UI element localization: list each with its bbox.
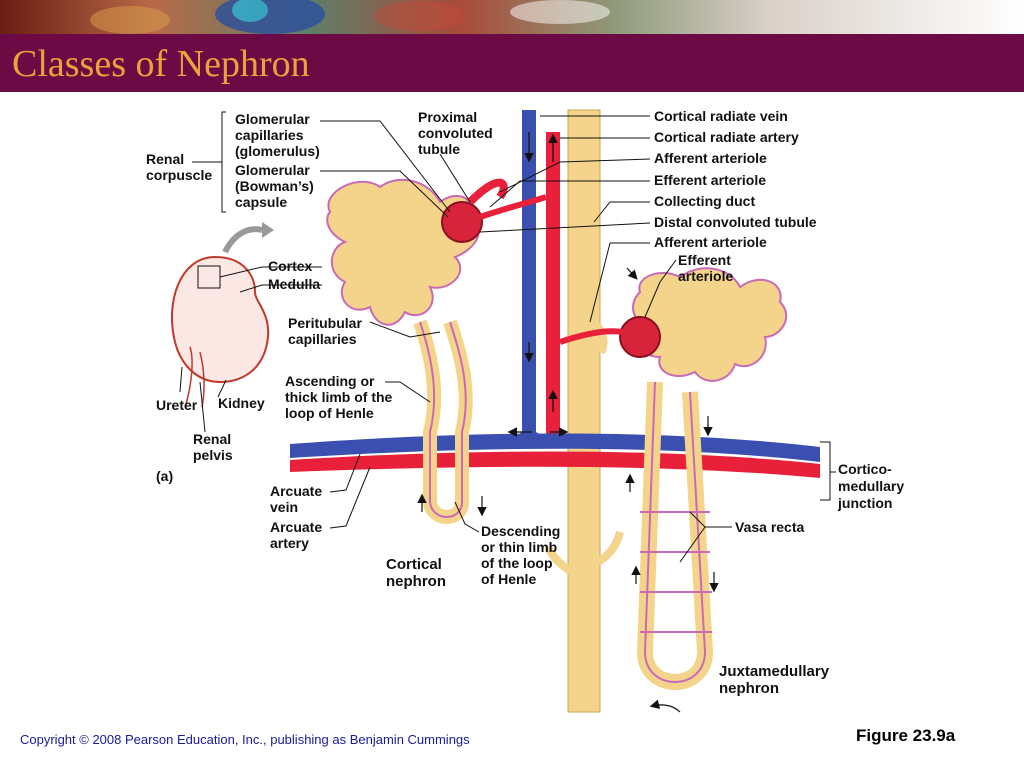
cortical-radiate-artery-shape <box>546 132 560 440</box>
label-cortical-radiate-artery: Cortical radiate artery <box>654 129 799 145</box>
label-cortex: Cortex <box>268 258 313 274</box>
label-efferent-arteriole-1: Efferent arteriole <box>654 172 766 188</box>
label-collecting-duct: Collecting duct <box>654 193 755 209</box>
juxtamedullary-nephron-shape <box>559 267 788 690</box>
kidney-thumbnail <box>171 222 274 408</box>
cortical-nephron-shape <box>326 178 547 524</box>
panel-label: (a) <box>156 468 173 484</box>
copyright-notice: Copyright © 2008 Pearson Education, Inc.… <box>20 732 470 747</box>
decorative-banner <box>0 0 1024 34</box>
collecting-duct-shape <box>544 109 624 713</box>
label-glomerular-capsule: Glomerular(Bowman’s)capsule <box>235 162 314 210</box>
arcuate-artery-shape <box>290 451 820 478</box>
banner-art <box>0 0 1024 34</box>
leader-lines <box>179 115 836 563</box>
cortical-radiate-vein-shape <box>510 110 550 440</box>
flow-arrows <box>417 132 719 713</box>
label-afferent-arteriole-2: Afferent arteriole <box>654 234 767 250</box>
label-cortical-radiate-vein: Cortical radiate vein <box>654 108 788 124</box>
label-ureter: Ureter <box>156 397 198 413</box>
figure-reference: Figure 23.9a <box>856 726 956 745</box>
title-bar: Classes of Nephron <box>0 34 1024 92</box>
label-vasa-recta: Vasa recta <box>735 519 804 535</box>
label-distal-tubule: Distal convoluted tubule <box>654 214 817 230</box>
slide-title: Classes of Nephron <box>12 43 310 85</box>
label-medulla: Medulla <box>268 276 320 292</box>
label-kidney: Kidney <box>218 395 265 411</box>
label-afferent-arteriole-1: Afferent arteriole <box>654 150 767 166</box>
